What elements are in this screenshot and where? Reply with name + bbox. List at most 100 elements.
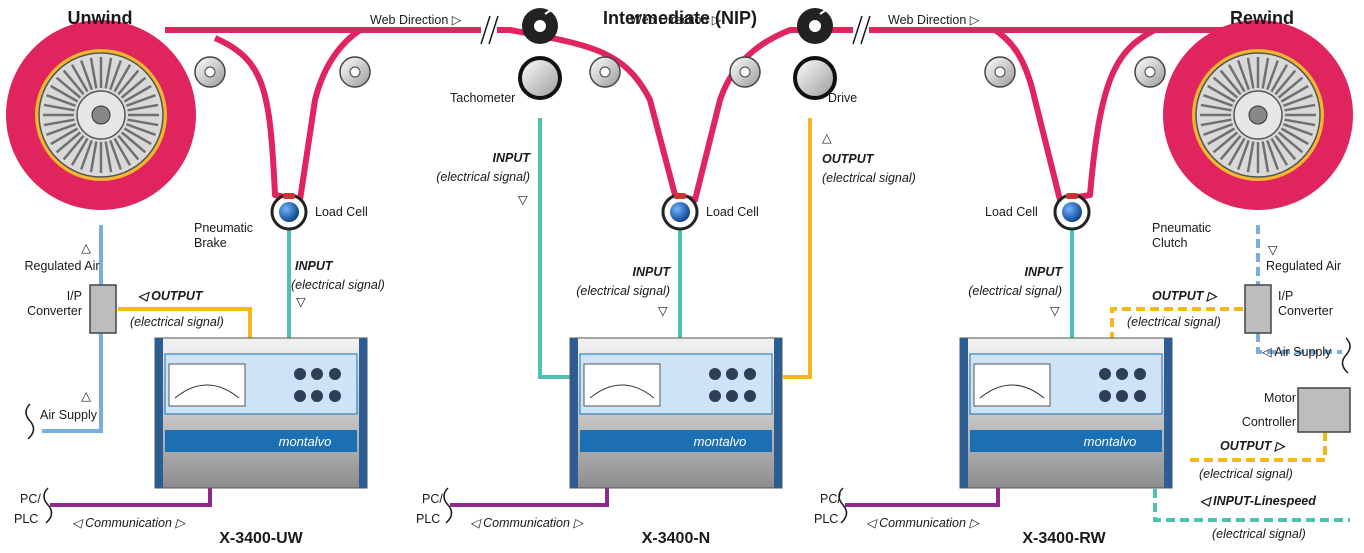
regulated-air-label-uw: Regulated Air	[24, 259, 99, 273]
idler-rollers	[194, 56, 1166, 88]
web-direction-label-1: Web Direction ▷	[370, 13, 462, 27]
air-supply-arrow-uw: △	[81, 389, 91, 403]
nip-top-roller	[797, 8, 833, 44]
ip-converter-label-rw-1: I/P	[1278, 289, 1293, 303]
controller-model-uw: X-3400-UW	[219, 530, 303, 547]
pneumatic-clutch-label-2: Clutch	[1152, 236, 1187, 250]
output-line-drive	[783, 118, 812, 379]
unwind-roll	[6, 20, 196, 210]
tachometer-label: Tachometer	[450, 91, 515, 105]
ip-converter-box-rw	[1244, 284, 1272, 334]
motor-controller-label-2: Controller	[1242, 415, 1296, 429]
idler-roller	[339, 56, 371, 88]
ip-converter-label-uw-1: I/P	[67, 289, 82, 303]
motor-controller-label-1: Motor	[1264, 391, 1296, 405]
web-break-marks	[480, 15, 871, 45]
input-linespeed-line	[1153, 475, 1350, 522]
brand-label: montalvo	[1084, 434, 1137, 449]
input-linespeed-signal-label: (electrical signal)	[1212, 527, 1306, 541]
input-label-rw: INPUT	[1025, 265, 1064, 279]
input-linespeed-label: ◁ INPUT-Linespeed	[1200, 494, 1316, 508]
load-cell-label-rw: Load Cell	[985, 205, 1038, 219]
regulated-air-arrow-uw: △	[81, 241, 91, 255]
controller-unit-uw: montalvo	[154, 337, 368, 489]
pneumatic-brake-label-1: Pneumatic	[194, 221, 253, 235]
nip-top-roller	[522, 8, 558, 44]
output-signal-label-motor: (electrical signal)	[1199, 467, 1293, 481]
air-supply-label-rw: ◁ Air Supply	[1262, 345, 1332, 359]
communication-label-uw: ◁ Communication ▷	[72, 516, 186, 530]
unwind-title: Unwind	[68, 8, 133, 28]
break-curls	[25, 337, 1351, 524]
pc-plc-label-n-1: PC/	[422, 492, 443, 506]
input-signal-label-tach: (electrical signal)	[436, 170, 530, 184]
output-signal-label-drive: (electrical signal)	[822, 171, 916, 185]
output-line-rewind	[1110, 307, 1243, 340]
drive-label: Drive	[828, 91, 857, 105]
web-direction-label-3: Web Direction ▷	[888, 13, 980, 27]
communication-label-n: ◁ Communication ▷	[470, 516, 584, 530]
pc-plc-label-n-2: PLC	[416, 512, 440, 526]
air-supply-line-unwind	[42, 333, 103, 433]
input-arrow-rw: ▽	[1050, 304, 1060, 318]
input-arrow-tach: ▽	[518, 193, 528, 207]
idler-roller	[984, 56, 1016, 88]
comm-line-unwind	[50, 481, 212, 507]
drive-roller	[793, 56, 837, 100]
output-label-rw: OUTPUT ▷	[1152, 289, 1218, 303]
ip-converter-label-uw-2: Converter	[27, 304, 82, 318]
pc-plc-label-uw-1: PC/	[20, 492, 41, 506]
idler-roller	[194, 56, 226, 88]
load-cell-label-n: Load Cell	[706, 205, 759, 219]
input-line-tachometer	[538, 118, 570, 379]
ip-converter-label-rw-2: Converter	[1278, 304, 1333, 318]
ip-converter-box-uw	[89, 284, 117, 334]
idler-roller	[729, 56, 761, 88]
web-direction-label-2: Web Direction ▷	[630, 13, 722, 27]
pneumatic-brake-label-2: Brake	[194, 236, 227, 250]
input-label-n: INPUT	[633, 265, 672, 279]
regulated-air-arrow-rw: ▽	[1268, 243, 1278, 257]
output-arrow-drive: △	[822, 131, 832, 145]
brand-label: montalvo	[694, 434, 747, 449]
idler-roller	[1134, 56, 1166, 88]
output-label-uw: ◁ OUTPUT	[138, 289, 204, 303]
output-signal-label-uw: (electrical signal)	[130, 315, 224, 329]
air-supply-label-uw: Air Supply	[40, 408, 98, 422]
pc-plc-label-rw-1: PC/	[820, 492, 841, 506]
brand-label: montalvo	[279, 434, 332, 449]
input-signal-label-rw: (electrical signal)	[968, 284, 1062, 298]
pc-plc-label-rw-2: PLC	[814, 512, 838, 526]
signal-lines	[42, 118, 1350, 522]
controller-unit-rw: montalvo	[959, 337, 1173, 489]
comm-line-rw	[845, 481, 1000, 507]
regulated-air-label-rw: Regulated Air	[1266, 259, 1341, 273]
pneumatic-clutch-label-1: Pneumatic	[1152, 221, 1211, 235]
output-label-drive: OUTPUT	[822, 152, 875, 166]
pc-plc-label-uw-2: PLC	[14, 512, 38, 526]
input-label-tach: INPUT	[493, 151, 532, 165]
load-cell-label-uw: Load Cell	[315, 205, 368, 219]
input-signal-label-n: (electrical signal)	[576, 284, 670, 298]
input-signal-label-uw: (electrical signal)	[291, 278, 385, 292]
web-path	[165, 27, 1260, 203]
input-label-uw: INPUT	[295, 259, 334, 273]
load-cells	[270, 193, 1091, 231]
output-label-motor: OUTPUT ▷	[1220, 439, 1286, 453]
output-signal-label-rw: (electrical signal)	[1127, 315, 1221, 329]
output-line-motor	[1185, 432, 1327, 462]
communication-label-rw: ◁ Communication ▷	[866, 516, 980, 530]
idler-roller	[589, 56, 621, 88]
nip-rollers	[518, 8, 837, 100]
rewind-title: Rewind	[1230, 8, 1294, 28]
air-supply-line-rewind	[1256, 333, 1342, 354]
intermediate-title: Intermediate (NIP)	[603, 8, 757, 28]
tachometer-roller	[518, 56, 562, 100]
motor-controller-box	[1297, 387, 1351, 433]
controller-model-n: X-3400-N	[642, 530, 710, 547]
output-line-unwind	[118, 307, 252, 340]
load-cell-uw	[270, 193, 308, 231]
load-cell-rw	[1053, 193, 1091, 231]
